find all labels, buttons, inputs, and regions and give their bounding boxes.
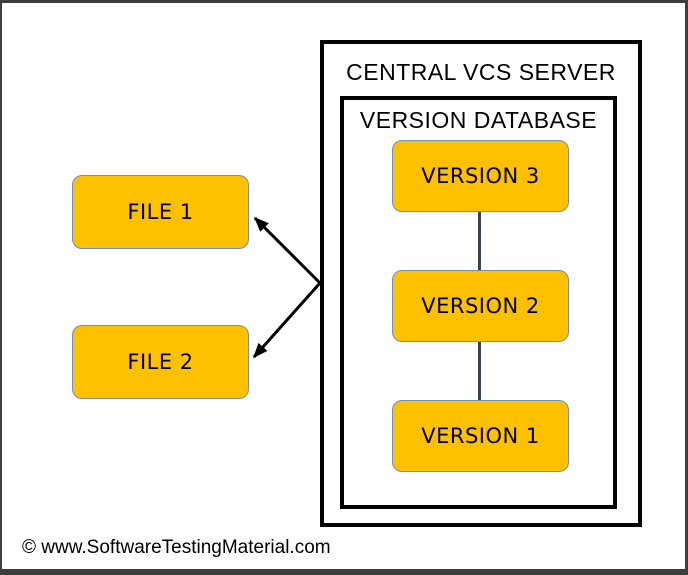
arrow-server-to-file-2: [252, 282, 322, 359]
version-2-node: VERSION 2: [392, 270, 569, 342]
version-1-node: VERSION 1: [392, 400, 569, 472]
file-1-node: FILE 1: [72, 175, 249, 249]
database-title: VERSION DATABASE: [359, 107, 598, 133]
arrow-server-to-file-1: [253, 216, 322, 285]
version-3-node: VERSION 3: [392, 140, 569, 212]
file-2-node: FILE 2: [72, 325, 249, 399]
footer-copyright: © www.SoftwareTestingMaterial.com: [22, 537, 331, 558]
connector-version3-version2: [478, 212, 481, 270]
server-title: CENTRAL VCS SERVER: [346, 59, 616, 85]
version-database-box: [340, 96, 617, 509]
central-vcs-server-box: [320, 40, 642, 527]
connector-version2-version1: [478, 342, 481, 400]
